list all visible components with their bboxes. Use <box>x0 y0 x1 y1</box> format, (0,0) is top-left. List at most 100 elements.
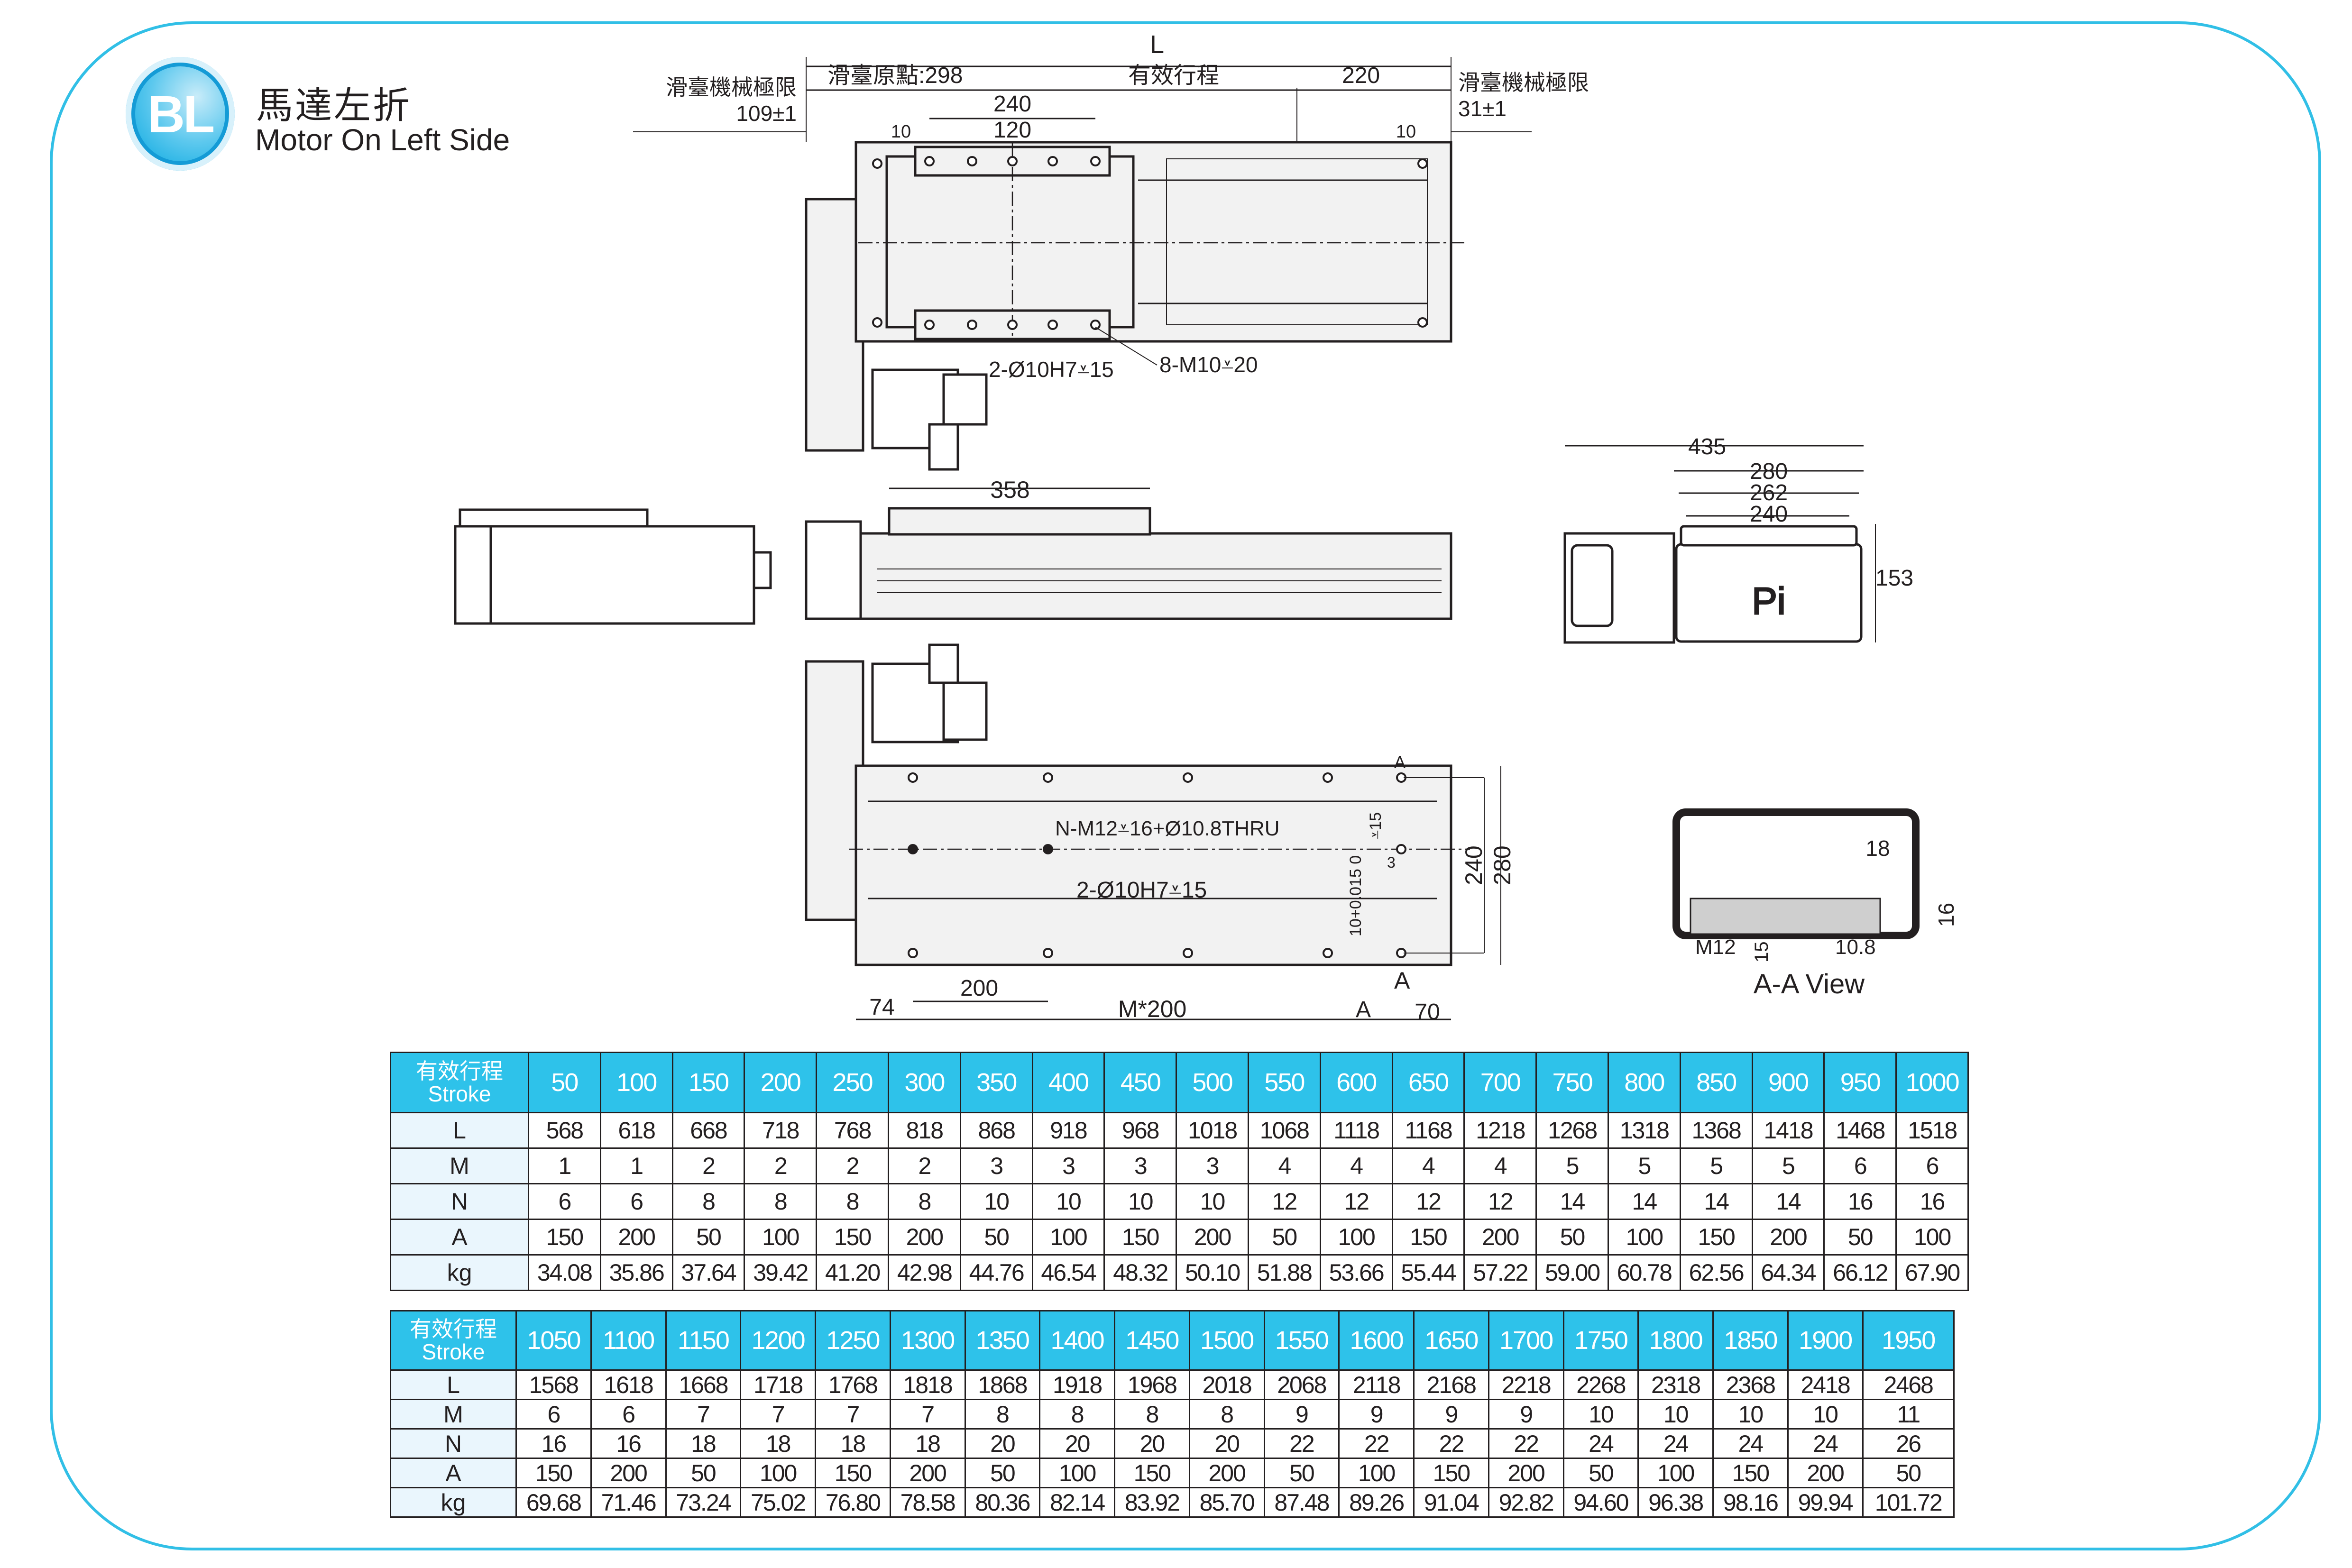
stroke-value: 1450 <box>1114 1310 1190 1371</box>
table-cell: 200 <box>1176 1219 1249 1256</box>
motor-flange-top <box>942 373 988 426</box>
table-cell: 101.72 <box>1862 1487 1955 1518</box>
table-cell: 37.64 <box>671 1254 745 1291</box>
table-cell: 3 <box>1103 1147 1177 1184</box>
table-cell: 76.80 <box>815 1487 891 1518</box>
stroke-value: 1100 <box>590 1310 667 1371</box>
table-cell: 75.02 <box>740 1487 816 1518</box>
slide-table-end <box>1680 525 1858 547</box>
table-cell: 150 <box>515 1458 592 1488</box>
table-cell: 10 <box>1562 1399 1639 1430</box>
table-cell: 10 <box>1712 1399 1789 1430</box>
stroke-value: 100 <box>599 1052 673 1113</box>
table-cell: 150 <box>816 1219 889 1256</box>
slide-table-top <box>885 155 1135 329</box>
motor-housing-bottom <box>805 660 864 921</box>
table-cell: 100 <box>1338 1458 1415 1488</box>
badge-label: BL <box>147 85 215 144</box>
actuator-body-side <box>859 532 1452 620</box>
table-cell: 8 <box>1114 1399 1190 1430</box>
stroke-value: 1300 <box>889 1310 966 1371</box>
table-cell: 20 <box>964 1428 1041 1459</box>
table-cell: 1518 <box>1895 1112 1969 1149</box>
table-cell: 6 <box>515 1399 592 1430</box>
table-cell: 9 <box>1338 1399 1415 1430</box>
table-cell: 2318 <box>1637 1369 1714 1400</box>
table-cell: 20 <box>1114 1428 1190 1459</box>
table-cell: 12 <box>1463 1183 1537 1220</box>
table-cell: 2068 <box>1263 1369 1340 1400</box>
table-cell: 82.14 <box>1039 1487 1115 1518</box>
table-cell: 12 <box>1247 1183 1321 1220</box>
table-cell: 1 <box>599 1147 673 1184</box>
table-cell: 18 <box>889 1428 966 1459</box>
table-cell: 16 <box>1823 1183 1897 1220</box>
stroke-value: 1050 <box>515 1310 592 1371</box>
table-cell: 1818 <box>889 1369 966 1400</box>
table-cell: 7 <box>665 1399 742 1430</box>
table-cell: 6 <box>1823 1147 1897 1184</box>
row-label: L <box>390 1112 529 1149</box>
table-cell: 24 <box>1562 1428 1639 1459</box>
dim-10-left: 10 <box>891 122 911 142</box>
stroke-value: 1600 <box>1338 1310 1415 1371</box>
slot-tolerance: 10+0.015 0 <box>1347 855 1365 936</box>
table-cell: 7 <box>815 1399 891 1430</box>
stroke-value: 1800 <box>1637 1310 1714 1371</box>
table-cell: 200 <box>1787 1458 1864 1488</box>
right-limit-label: 滑臺機械極限 <box>1458 70 1589 95</box>
table-cell: 67.90 <box>1895 1254 1969 1291</box>
table-cell: 1568 <box>515 1369 592 1400</box>
row-label: N <box>390 1183 529 1220</box>
stroke-header-cell: 有效行程 Stroke <box>390 1310 517 1371</box>
dim-262: 262 <box>1750 480 1788 505</box>
table-cell: 1218 <box>1463 1112 1537 1149</box>
left-limit-value: 109±1 <box>736 101 797 126</box>
motor-flange-bottom <box>942 681 988 741</box>
stroke-value: 1250 <box>815 1310 891 1371</box>
table-cell: 1018 <box>1176 1112 1249 1149</box>
table-cell: 98.16 <box>1712 1487 1789 1518</box>
stroke-value: 350 <box>959 1052 1033 1113</box>
table-cell: 53.66 <box>1319 1254 1393 1291</box>
stroke-value: 1700 <box>1488 1310 1564 1371</box>
table-cell: 200 <box>1463 1219 1537 1256</box>
section-caption: A-A View <box>1754 969 1865 999</box>
table-cell: 2 <box>887 1147 961 1184</box>
table-cell: 2 <box>744 1147 818 1184</box>
table-cell: 100 <box>1607 1219 1681 1256</box>
dim-70: 70 <box>1415 999 1440 1025</box>
table-cell: 5 <box>1679 1147 1753 1184</box>
table-cell: 6 <box>1895 1147 1969 1184</box>
table-cell: 100 <box>1039 1458 1115 1488</box>
stroke-value: 1500 <box>1188 1310 1265 1371</box>
stroke-value: 900 <box>1751 1052 1825 1113</box>
table-cell: 50 <box>1862 1458 1955 1488</box>
table-cell: 16 <box>590 1428 667 1459</box>
dim-120-top: 120 <box>993 118 1031 143</box>
section-view: 18 16 M12 15 10.8 A-A View <box>1672 808 1958 999</box>
table-cell: 150 <box>1391 1219 1465 1256</box>
table-cell: 8 <box>1188 1399 1265 1430</box>
stroke-value: 1150 <box>665 1310 742 1371</box>
dim-18: 18 <box>1865 836 1890 861</box>
row-label: M <box>390 1399 517 1430</box>
motor-connector-side <box>753 551 772 589</box>
table-cell: 14 <box>1679 1183 1753 1220</box>
table-cell: 14 <box>1535 1183 1609 1220</box>
dim-240-top: 240 <box>993 92 1031 117</box>
table-cell: 8 <box>671 1183 745 1220</box>
pin-callout-bottom: 2-Ø10H7⩡15 <box>1076 878 1207 903</box>
table-cell: 14 <box>1751 1183 1825 1220</box>
stroke-value: 300 <box>887 1052 961 1113</box>
row-label: kg <box>390 1254 529 1291</box>
table-cell: 20 <box>1039 1428 1115 1459</box>
table-cell: 89.26 <box>1338 1487 1415 1518</box>
table-cell: 2 <box>671 1147 745 1184</box>
actuator-body-bottom <box>854 764 1452 966</box>
table-cell: 968 <box>1103 1112 1177 1149</box>
